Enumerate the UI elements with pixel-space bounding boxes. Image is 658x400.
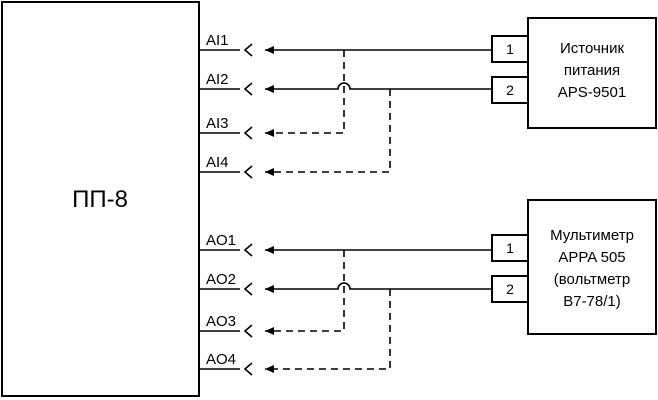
arrowhead-ai3-icon — [265, 129, 274, 137]
arrowhead-ao2-icon — [265, 285, 274, 293]
port-ao4-label: AO4 — [206, 351, 236, 368]
arrowhead-ai4-icon — [265, 168, 274, 176]
multimeter-pin-1-label: 1 — [506, 240, 514, 256]
arrowhead-ai1-icon — [265, 46, 274, 54]
port-ao3-label: AO3 — [206, 313, 236, 330]
arrowhead-ao1-icon — [265, 246, 274, 254]
port-ai4-label: AI4 — [206, 154, 229, 171]
port-ao2-label: AO2 — [206, 271, 236, 288]
multimeter-label-line2: APPA 505 — [558, 249, 625, 266]
port-ao1-label: AO1 — [206, 232, 236, 249]
multimeter-label-line1: Мультиметр — [550, 227, 634, 244]
power-source-pin-1-label: 1 — [506, 41, 514, 57]
connector-ai2-icon — [243, 82, 253, 96]
port-ai2-label: AI2 — [206, 71, 229, 88]
multimeter-pin-2 — [491, 275, 529, 303]
connector-ai1-icon — [243, 43, 253, 57]
dashed-wire-ao3 — [265, 250, 345, 332]
dashed-wire-ai3 — [265, 50, 345, 134]
power-source-label-line2: питания — [564, 62, 620, 79]
multimeter-pin-2-label: 2 — [506, 281, 514, 297]
connector-ao4-icon — [243, 362, 253, 376]
port-ai1-label: AI1 — [206, 32, 229, 49]
power-source-label-line1: Источник — [560, 40, 624, 57]
port-ai3-label: AI3 — [206, 115, 229, 132]
arrowhead-ao4-icon — [265, 365, 274, 373]
multimeter-block — [527, 199, 657, 335]
multimeter-label-line3: (вольтметр — [554, 271, 630, 288]
multimeter-label-line4: B7-78/1) — [563, 293, 621, 310]
power-source-pin-1 — [491, 35, 529, 63]
multimeter-pin-1 — [491, 234, 529, 262]
pp8-block — [1, 1, 200, 397]
arrowhead-ao3-icon — [265, 327, 274, 335]
connector-ai3-icon — [243, 126, 253, 140]
connector-ao3-icon — [243, 324, 253, 338]
power-source-label-line3: APS-9501 — [558, 84, 626, 101]
dashed-wire-ao4 — [265, 289, 391, 370]
connector-ai4-icon — [243, 165, 253, 179]
connector-ao2-icon — [243, 282, 253, 296]
arrowhead-ai2-icon — [265, 85, 274, 93]
connector-ao1-icon — [243, 243, 253, 257]
power-source-block — [527, 17, 657, 129]
power-source-pin-2 — [491, 76, 529, 104]
dashed-wire-ai4 — [265, 89, 391, 173]
power-source-pin-2-label: 2 — [506, 82, 514, 98]
pp8-label: ПП-8 — [72, 186, 128, 213]
wire-ai2 — [265, 82, 492, 90]
wire-ao2 — [265, 282, 492, 290]
